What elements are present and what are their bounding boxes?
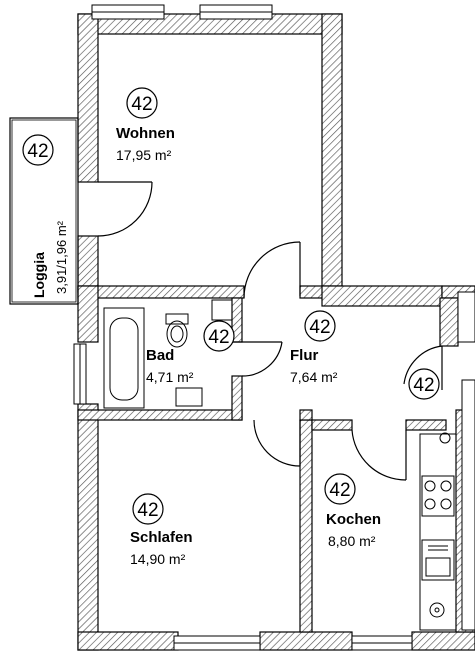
wall-right-flur	[439, 297, 459, 347]
room-number-circle-wohnen	[126, 87, 158, 119]
room-area-loggia: 3,91/1,96 m²	[54, 220, 69, 294]
room-name-schlafen: Schlafen	[130, 529, 193, 546]
wall-bottom-mid	[259, 631, 353, 651]
room-name-wohnen: Wohnen	[116, 125, 175, 142]
door-right	[403, 345, 443, 385]
toilet	[166, 320, 188, 348]
window-right	[457, 291, 475, 343]
room-area-bad: 4,71 m²	[146, 369, 194, 385]
wall-flur-kochen	[311, 419, 353, 431]
loggia	[9, 117, 79, 305]
wall-left-bad	[77, 285, 99, 343]
bathroom-fixtures	[103, 299, 233, 409]
kitchen-fixtures	[419, 432, 457, 631]
wall-left-wohnen-lower	[77, 235, 99, 293]
wall-flur-kochen-right	[405, 419, 447, 431]
walls	[77, 13, 475, 651]
wall-right-wohnen	[321, 13, 343, 297]
wall-top-flur	[321, 285, 443, 307]
room-number-wohnen: 42	[131, 94, 152, 115]
ventilation	[439, 432, 451, 444]
doors	[97, 181, 443, 481]
room-area-kochen: 8,80 m²	[328, 533, 376, 549]
room-labels: 42 Wohnen 17,95 m² 42 Loggia 3,91/1,96 m…	[22, 87, 440, 567]
room-name-bad: Bad	[146, 347, 174, 364]
wall-left-bad-lower	[77, 403, 99, 651]
wall-schlafen-flur	[299, 409, 313, 421]
wall-bad-schlafen	[77, 409, 243, 421]
room-name-kochen: Kochen	[326, 511, 381, 528]
stove	[421, 475, 455, 517]
room-name-loggia: Loggia	[31, 252, 47, 298]
room-number-circle-schlafen	[132, 493, 164, 525]
wall-schlafen-kochen	[299, 419, 313, 633]
room-number-bad: 42	[208, 327, 229, 348]
room-number-kochen: 42	[329, 480, 350, 501]
fridge-dial	[429, 602, 445, 618]
room-number-circle-loggia	[22, 134, 54, 166]
sink	[175, 387, 203, 407]
window-right-lower	[461, 379, 475, 631]
wall-left-wohnen	[77, 13, 99, 183]
room-number-flur: 42	[309, 317, 330, 338]
room-number-circle-bad	[203, 320, 235, 352]
room-number-loggia: 42	[27, 141, 48, 162]
wall-bottom-schlafen	[77, 631, 179, 651]
room-number-circle-flur	[304, 310, 336, 342]
room-number-schlafen: 42	[137, 500, 158, 521]
room-name-flur: Flur	[290, 347, 318, 364]
wall-bad-flur-lower	[231, 375, 243, 421]
wall-wohnen-bad	[77, 285, 245, 299]
wall-bottom-right	[411, 631, 475, 651]
kitchen-sink	[421, 539, 455, 581]
toilet-tank	[165, 313, 189, 325]
loggia-rail	[11, 119, 77, 303]
loggia-outline	[9, 117, 79, 305]
room-number-extra: 42	[413, 375, 434, 396]
bathtub	[103, 307, 145, 409]
kitchen-counter	[419, 433, 457, 631]
room-number-circle-kochen	[324, 473, 356, 505]
room-area-wohnen: 17,95 m²	[116, 147, 172, 163]
room-area-schlafen: 14,90 m²	[130, 551, 186, 567]
room-area-flur: 7,64 m²	[290, 369, 338, 385]
room-number-circle-extra	[408, 368, 440, 400]
windows	[73, 4, 475, 651]
